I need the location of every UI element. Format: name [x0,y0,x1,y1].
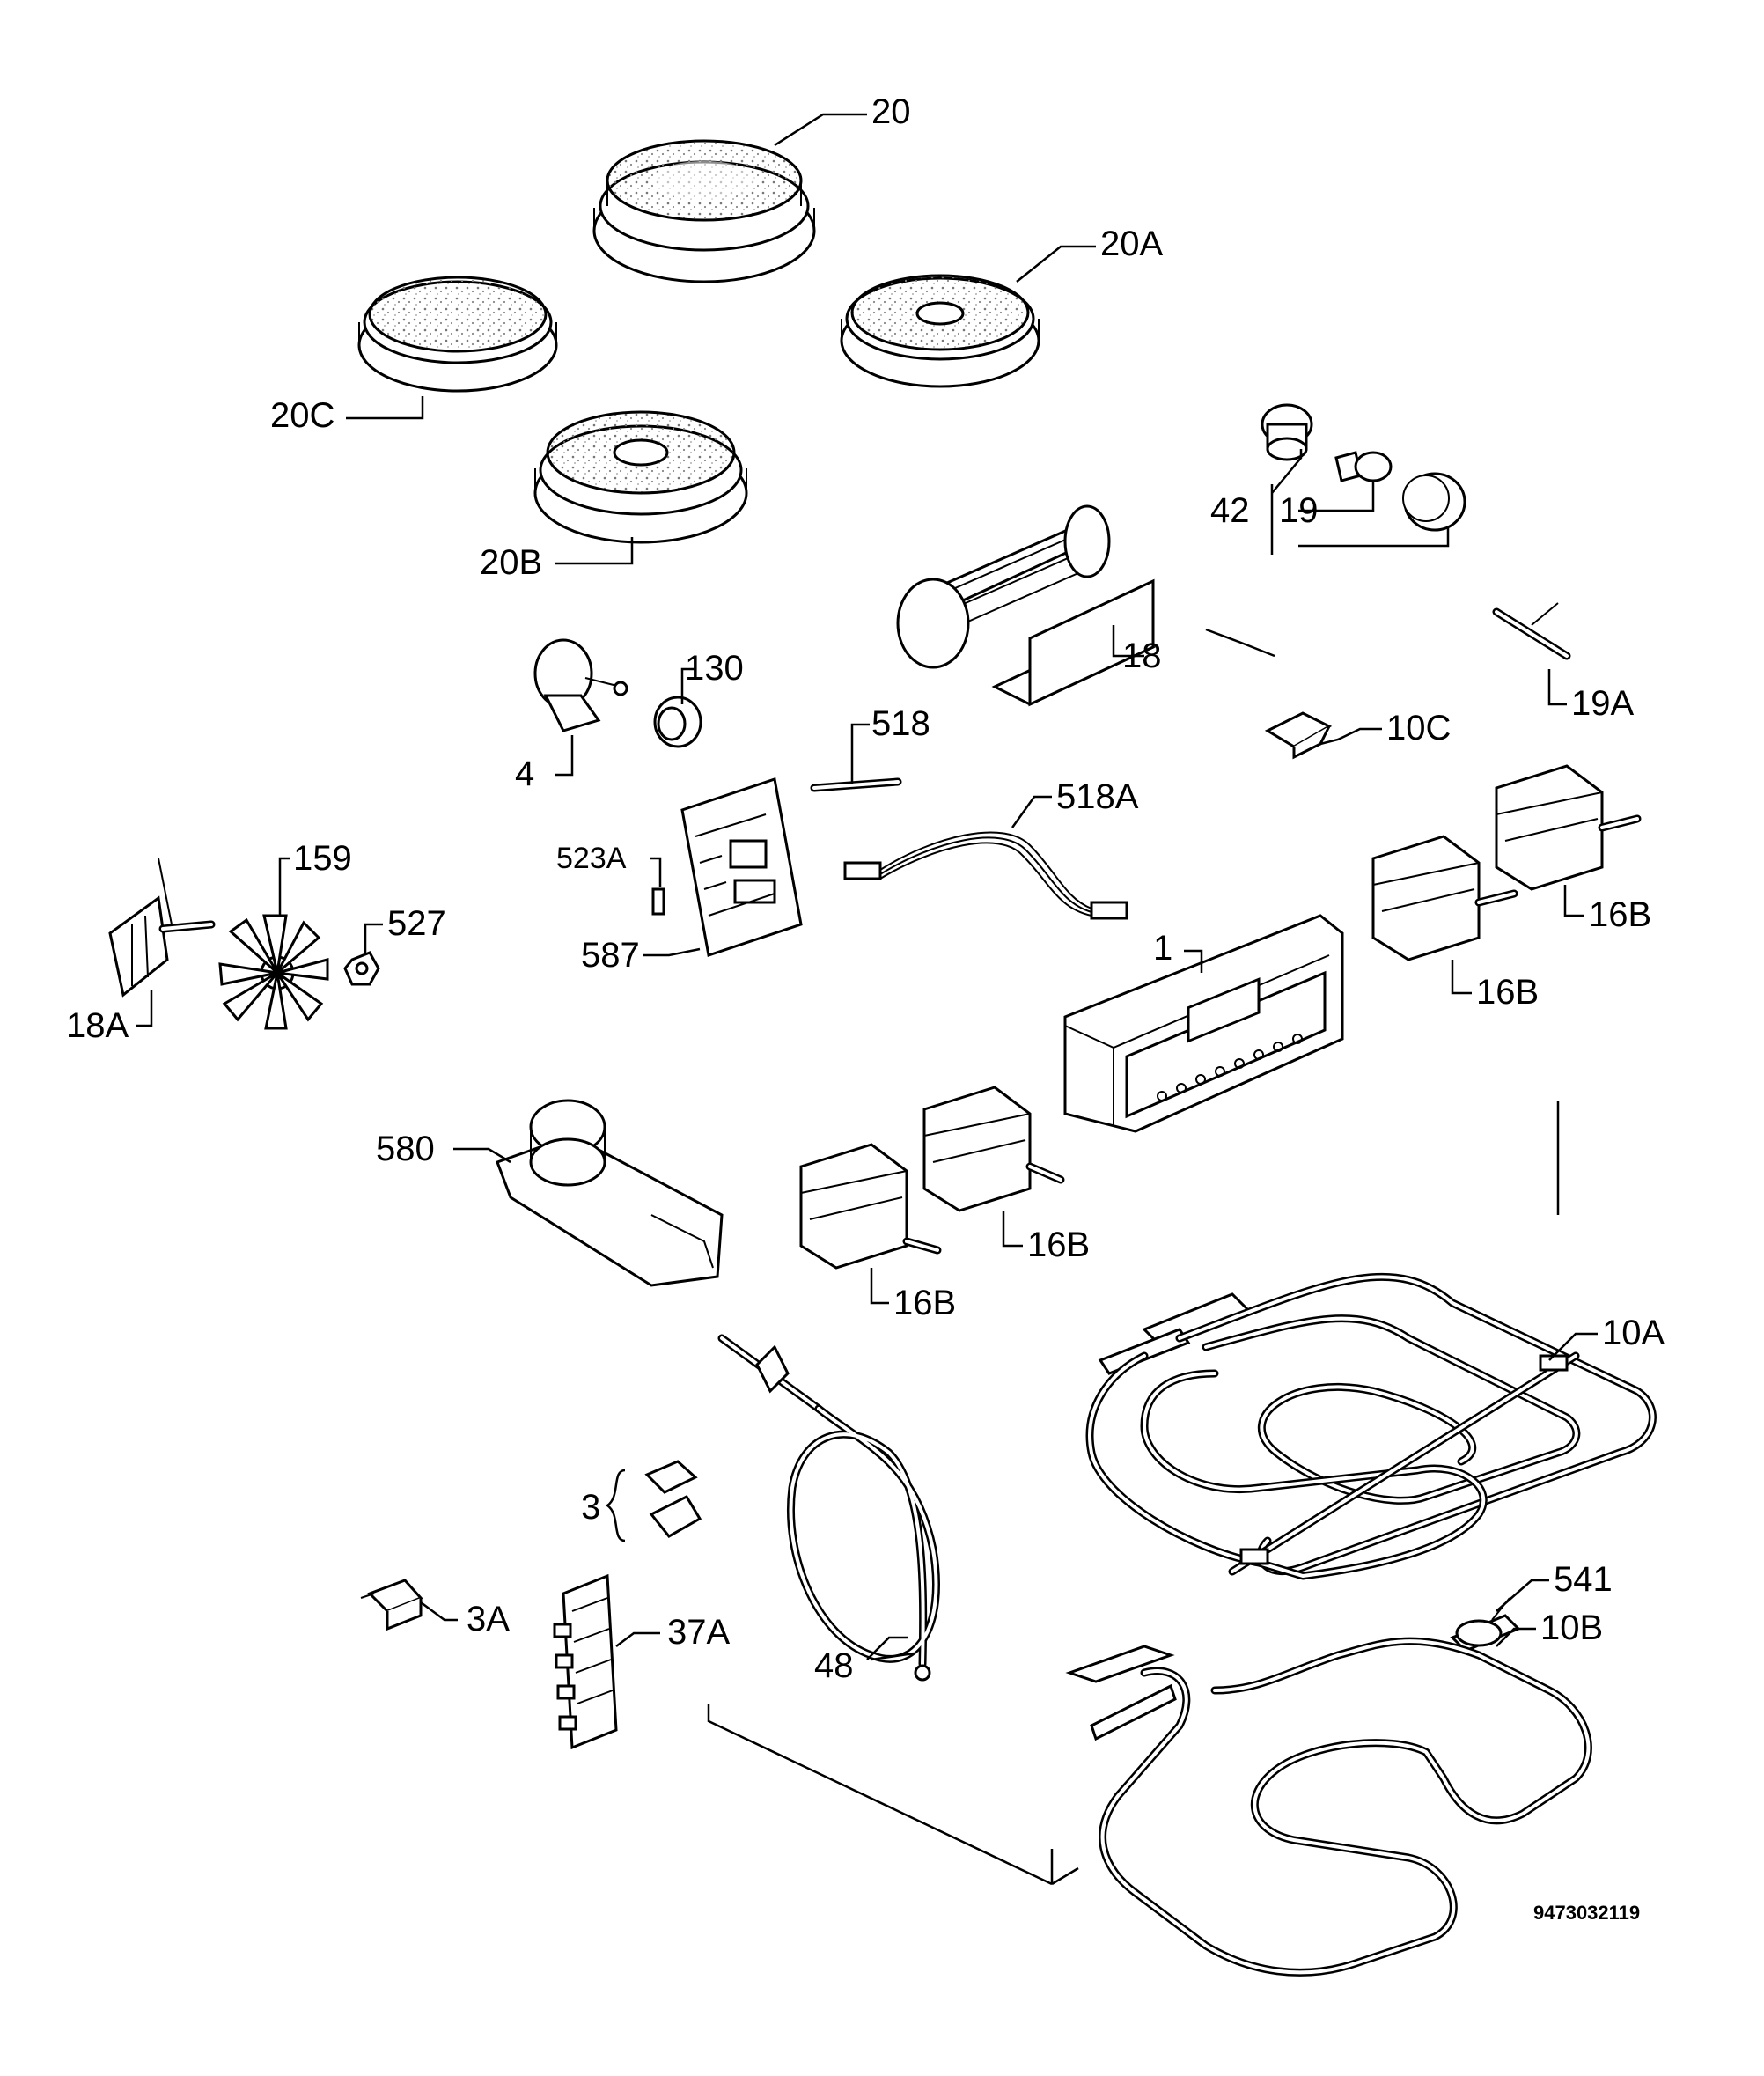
hotplate-20C [357,276,558,393]
label-10C: 10C [1386,709,1451,747]
selector-16B-mid-right [1371,835,1518,961]
connector-523A [651,887,665,916]
lamp-cover [1402,472,1466,532]
label-20C: 20C [270,396,334,435]
motor-4 [533,638,628,732]
document-number: 9473032119 [1533,1902,1640,1924]
motor-580 [496,1099,724,1287]
label-523A: 523A [556,842,627,875]
label-18: 18 [1122,637,1162,675]
selector-16B-top-right [1495,764,1642,891]
hotplate-20 [592,139,816,283]
selector-16B-center [922,1086,1065,1212]
label-20: 20 [871,92,911,131]
label-37A: 37A [667,1613,730,1652]
label-42: 42 [1210,491,1250,530]
label-19: 19 [1279,491,1319,530]
bottom-element-10B [1065,1637,1592,1977]
label-4: 4 [515,755,534,793]
control-panel-1 [1063,914,1344,1133]
label-48: 48 [814,1646,854,1685]
fan-blade-159 [218,914,329,1030]
thermostat-sensor-48 [717,1334,940,1682]
tangential-fan-18 [896,504,1157,707]
ring-130 [653,696,702,748]
part-541 [1450,1597,1521,1653]
cable-518A [843,831,1128,920]
label-16B-a: 16B [1589,895,1651,934]
label-3A: 3A [467,1600,510,1638]
label-518A: 518A [1056,777,1139,816]
clip-3 [644,1460,702,1538]
clip-3A [360,1579,423,1631]
label-527: 527 [387,904,446,943]
hotplate-20B [533,410,748,544]
grill-element-10A [1085,1272,1657,1580]
lamp-bulb [1334,451,1393,482]
part-10C [1264,711,1333,760]
label-10A: 10A [1602,1314,1665,1352]
label-16B-d: 16B [893,1284,956,1322]
label-159: 159 [293,839,352,878]
label-10B: 10B [1540,1609,1603,1647]
label-16B-c: 16B [1027,1226,1090,1264]
nut-527 [343,951,380,986]
fan-motor-18A [108,858,216,998]
sensor-518 [810,777,902,792]
label-518: 518 [871,704,930,743]
label-18A: 18A [66,1006,129,1045]
selector-16B-left [799,1143,942,1270]
label-587: 587 [581,936,640,975]
wire-19A [1492,602,1571,660]
label-3: 3 [581,1488,600,1527]
label-20B: 20B [480,543,542,582]
terminal-block-37A [553,1573,618,1750]
label-541: 541 [1554,1560,1613,1599]
control-board-587 [680,777,803,957]
label-19A: 19A [1571,684,1634,723]
part-labels: 20 20A 20C 20B 42 19 18 19A 130 4 518 10… [66,92,1665,1924]
label-130: 130 [685,649,744,688]
label-16B-b: 16B [1476,973,1539,1012]
frame-line-bottom [707,1704,1053,1886]
label-1: 1 [1153,929,1172,968]
label-20A: 20A [1100,225,1163,263]
hotplate-20A [840,274,1040,388]
label-580: 580 [376,1130,435,1168]
lamp-holder [1261,403,1313,461]
